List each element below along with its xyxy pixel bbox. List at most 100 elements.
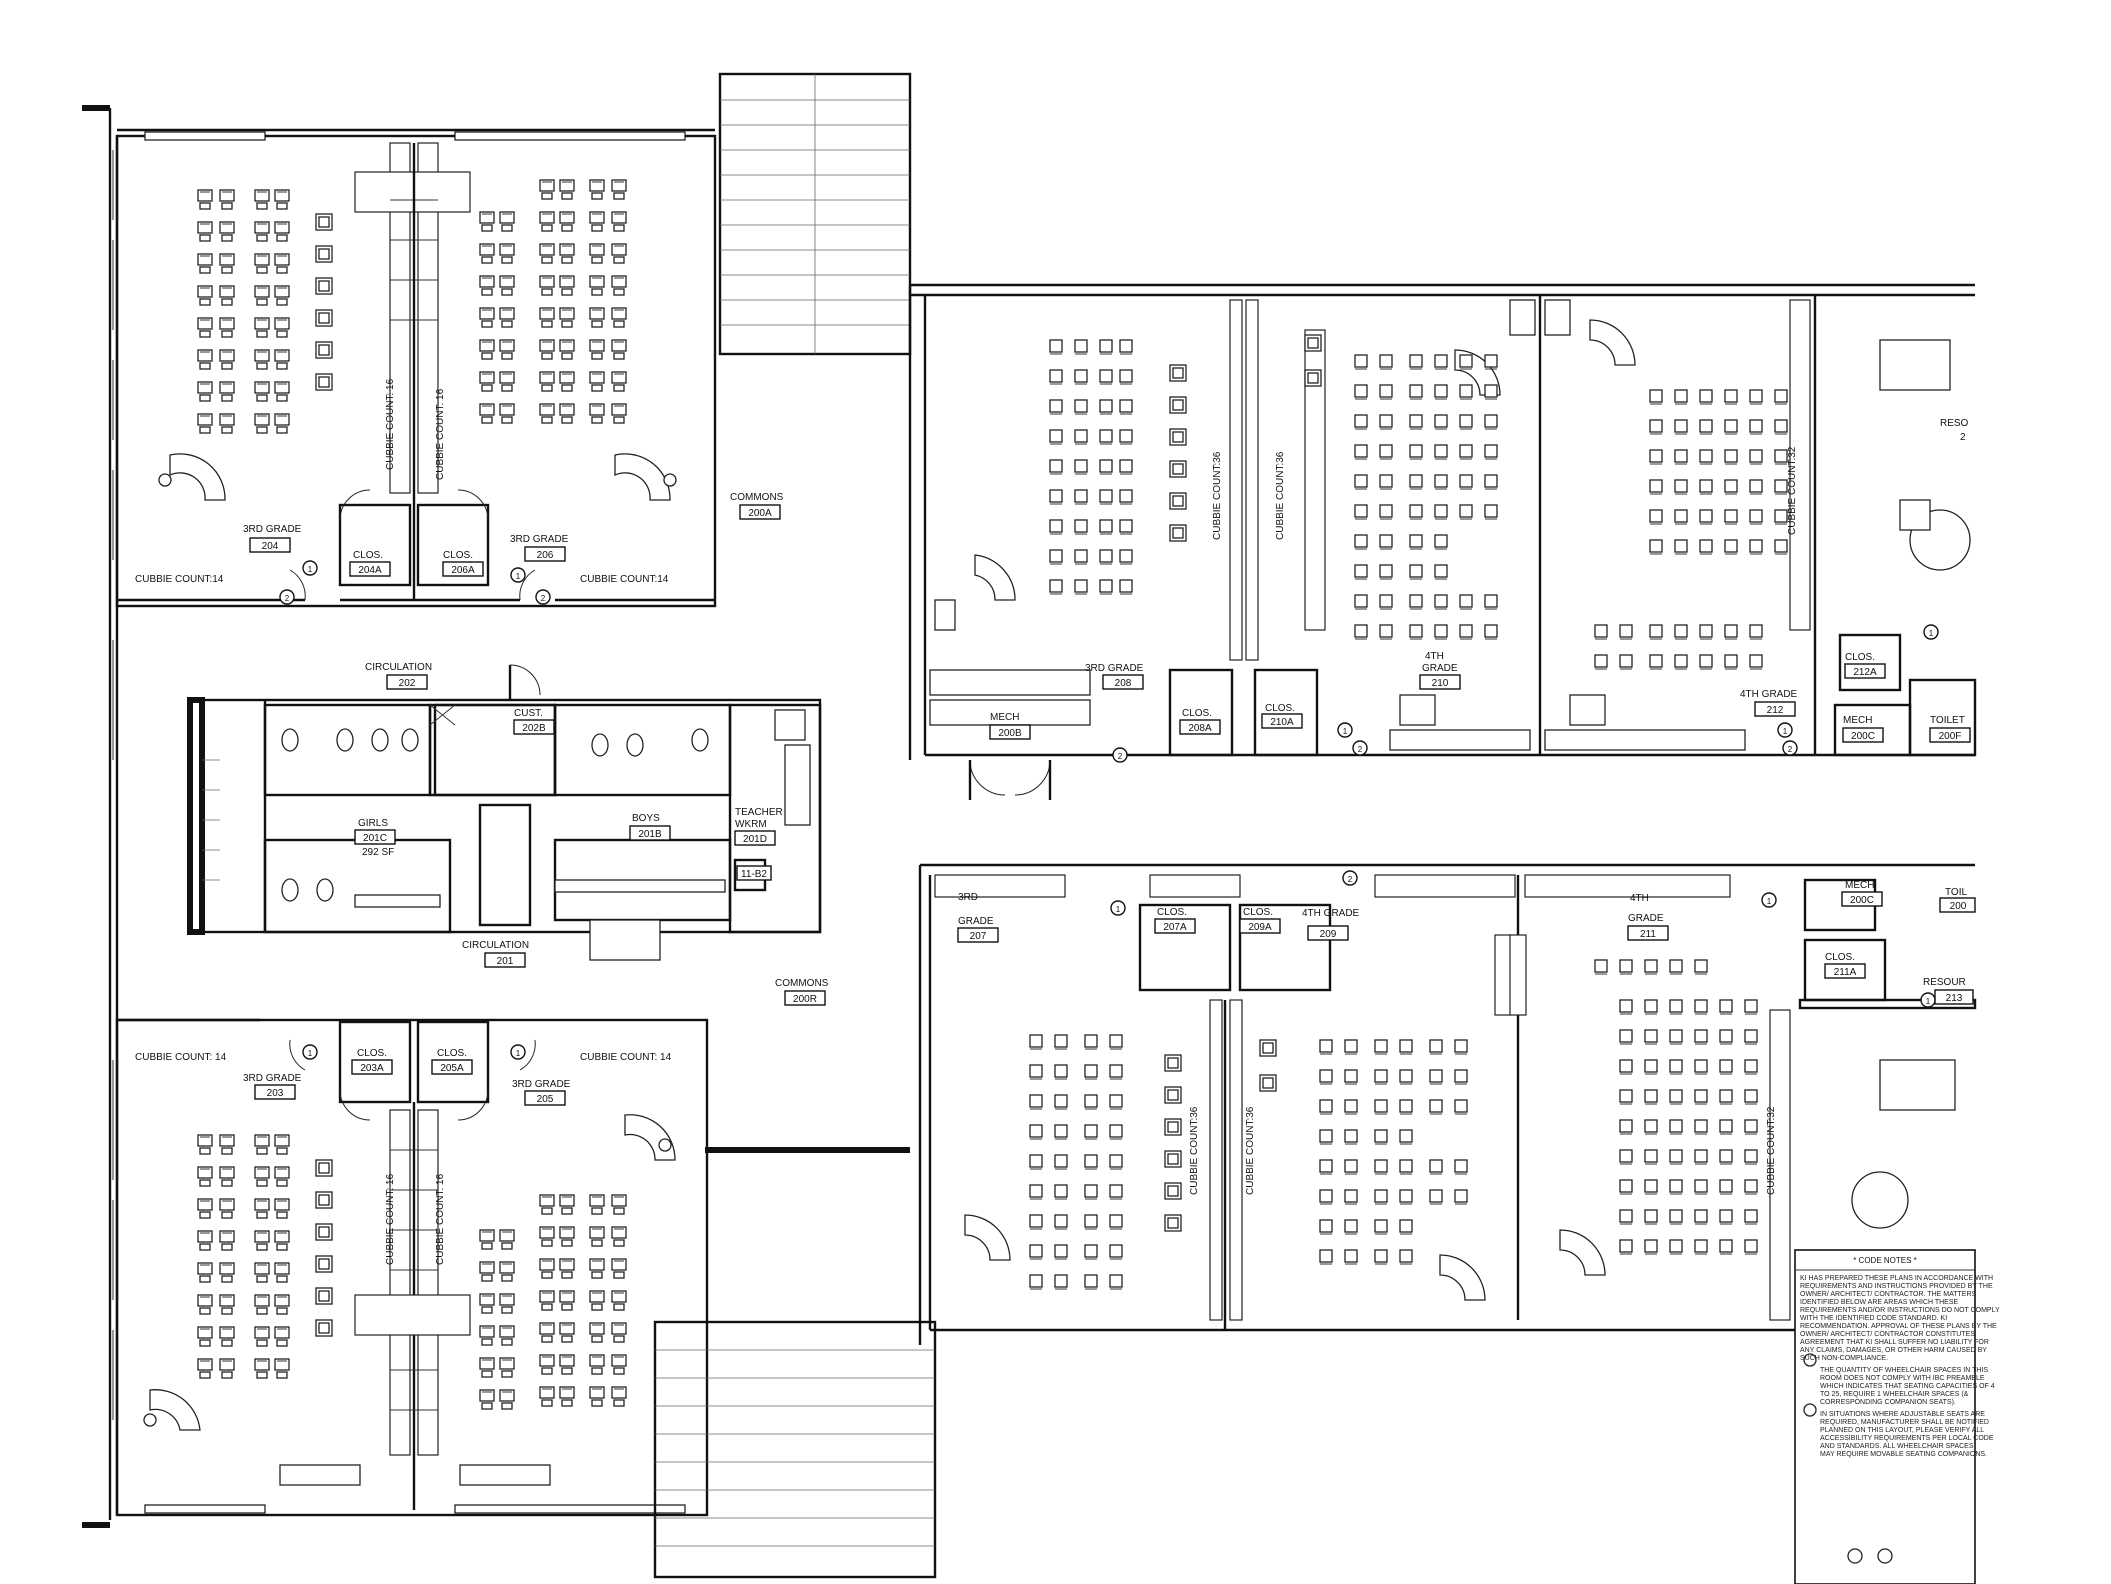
cubbie-count-212: CUBBIE COUNT:32 [1787, 446, 1798, 535]
room-number-200c-top: 200C [1851, 731, 1875, 742]
code-notes-line-6: WITH THE IDENTIFIED CODE STANDARD. KI [1800, 1315, 1947, 1322]
code-note-2-line-1: IN SITUATIONS WHERE ADJUSTABLE SEATS ARE [1820, 1411, 1985, 1418]
legend-tag-2d: 2 [1358, 745, 1363, 754]
room-name-200f: TOILET [1930, 715, 1965, 726]
room-name-200a: COMMONS [730, 492, 784, 503]
room-number-207a: 207A [1163, 922, 1187, 933]
cubbie-count-206: CUBBIE COUNT:14 [580, 574, 669, 585]
room-name-201: CIRCULATION [462, 940, 529, 951]
room-name-210a: CLOS. [1265, 703, 1295, 714]
desks-room-212 [1594, 389, 1788, 670]
room-number-206a: 206A [451, 565, 475, 576]
room-number-204: 204 [262, 541, 279, 552]
room-number-204a: 204A [358, 565, 382, 576]
room-area-201c: 292 SF [362, 847, 394, 858]
legend-tags: 1 2 1 2 1 1 2 1 2 1 2 1 1 2 1 1 [279, 560, 1939, 1060]
code-notes-line-4: IDENTIFIED BELOW ARE AREAS WHICH THESE [1800, 1299, 1959, 1306]
code-notes-line-2: REQUIREMENTS AND INSTRUCTIONS PROVIDED B… [1800, 1283, 1993, 1290]
legend-tag-1e: 1 [1343, 727, 1348, 736]
room-name-211a: CLOS. [1825, 952, 1855, 963]
room-name-208a: CLOS. [1182, 708, 1212, 719]
desks-room-205 [479, 1194, 627, 1410]
room-name-202: CIRCULATION [365, 662, 432, 673]
desks-room-208 [1049, 339, 1187, 595]
legend-tag-1d: 1 [516, 1049, 521, 1058]
room-name-202b: CUST. [514, 708, 543, 719]
room-number-212a: 212A [1853, 667, 1877, 678]
room-number-200f: 200F [1939, 731, 1962, 742]
cubbie-count-bottom-b: CUBBIE COUNT: 16 [435, 1173, 446, 1265]
cubbie-count-208: CUBBIE COUNT:36 [1212, 451, 1223, 540]
left-wing-bottom [82, 1018, 709, 1528]
room-number-200a: 200A [748, 508, 772, 519]
legend-tag-2b: 2 [541, 594, 546, 603]
room-number-208: 208 [1115, 678, 1132, 689]
room-name-200c: MECH [1845, 880, 1874, 891]
room-name-201d: TEACHER [735, 807, 783, 818]
room-number-200c: 200C [1850, 895, 1874, 906]
code-note-2-line-4: ACCESSIBILITY REQUIREMENTS PER LOCAL COD… [1820, 1435, 1994, 1442]
room-name-203a: CLOS. [357, 1048, 387, 1059]
code-note-2-line-3: PLANNED ON THIS LAYOUT, PLEASE VERIFY AL… [1820, 1427, 1984, 1434]
cubbie-count-210: CUBBIE COUNT:36 [1275, 451, 1286, 540]
room-name-212a: CLOS. [1845, 652, 1875, 663]
legend-tag-1g: 1 [1929, 629, 1934, 638]
cubbie-count-top-a: CUBBIE COUNT: 16 [385, 378, 396, 470]
code-notes-text: * CODE NOTES * KI HAS PREPARED THESE PLA… [1800, 1256, 2000, 1458]
cubbie-count-209: CUBBIE COUNT:36 [1245, 1106, 1256, 1195]
right-wing-top [908, 283, 1977, 800]
room-name-resource-top: RESO [1940, 418, 1969, 429]
room-number-203: 203 [267, 1088, 284, 1099]
room-name-201b: BOYS [632, 813, 660, 824]
room-number-209a: 209A [1248, 922, 1272, 933]
code-note-2-line-5: AND STANDARDS. ALL WHEELCHAIR SPACES [1820, 1443, 1974, 1450]
legend-tag-1i: 1 [1767, 897, 1772, 906]
desks-room-209 [1259, 1039, 1468, 1265]
room-name-200r: COMMONS [775, 978, 829, 989]
desks-room-204 [197, 189, 333, 434]
room-number-200r: 200R [793, 994, 817, 1005]
code-note-1-line-5: CORRESPONDING COMPANION SEATS). [1820, 1399, 1956, 1406]
room-name-205: 3RD GRADE [512, 1079, 571, 1090]
code-notes-line-10: ANY CLAIMS, DAMAGES, OR OTHER HARM CAUSE… [1800, 1347, 1987, 1354]
right-wing-bottom [918, 863, 1977, 1345]
room-name-201d-b: WKRM [735, 819, 767, 830]
room-name-206: 3RD GRADE [510, 534, 569, 545]
room-name-208: 3RD GRADE [1085, 663, 1144, 674]
legend-tag-2c: 2 [1118, 752, 1123, 761]
code-notes-line-8: OWNER/ ARCHITECT/ CONTRACTOR CONSTITUTES [1800, 1331, 1975, 1338]
legend-tag-1: 1 [308, 565, 313, 574]
legend-tag-1h: 1 [1116, 905, 1121, 914]
room-name-211-b: GRADE [1628, 913, 1664, 924]
code-notes-line-5: REQUIREMENTS AND/OR INSTRUCTIONS DO NOT … [1800, 1307, 2000, 1314]
room-name-204a: CLOS. [353, 550, 383, 561]
room-number-206: 206 [537, 550, 554, 561]
room-name-211: 4TH [1630, 893, 1649, 904]
code-note-1-line-3: WHICH INDICATES THAT SEATING CAPACITIES … [1820, 1383, 1995, 1390]
room-number-211a: 211A [1834, 967, 1857, 978]
code-notes-line-9: AGREEMENT THAT KI SHALL SUFFER NO LIABIL… [1800, 1339, 1989, 1346]
room-number-210a: 210A [1270, 717, 1294, 728]
legend-tag-1f: 1 [1783, 727, 1788, 736]
legend-tag-2e: 2 [1788, 745, 1793, 754]
north-stair [718, 72, 912, 356]
code-notes-line-7: RECOMMENDATION. APPROVAL OF THESE PLANS … [1800, 1323, 1997, 1330]
room-number-207: 207 [970, 931, 987, 942]
legend-tag-2: 2 [285, 594, 290, 603]
cubbie-count-bottom-a: CUBBIE COUNT: 16 [385, 1173, 396, 1265]
room-number-210: 210 [1432, 678, 1449, 689]
room-name-210: 4TH [1425, 651, 1444, 662]
code-note-2-line-6: MAY REQUIRE MOVABLE SEATING COMPANIONS. [1820, 1451, 1987, 1458]
room-number-200b: 200B [998, 728, 1022, 739]
legend-tag-1j: 1 [1926, 997, 1931, 1006]
room-name-204: 3RD GRADE [243, 524, 302, 535]
room-name-200b: MECH [990, 712, 1019, 723]
cubbie-count-top-b: CUBBIE COUNT: 16 [435, 388, 446, 480]
code-note-1-line-1: THE QUANTITY OF WHEELCHAIR SPACES IN THI… [1820, 1367, 1988, 1374]
room-name-210-b: GRADE [1422, 663, 1458, 674]
code-notes-line-11: SUCH NON-COMPLIANCE. [1800, 1355, 1888, 1362]
room-number-201b: 201B [638, 829, 662, 840]
room-number-205: 205 [537, 1094, 554, 1105]
desks-room-207 [1029, 1034, 1182, 1290]
